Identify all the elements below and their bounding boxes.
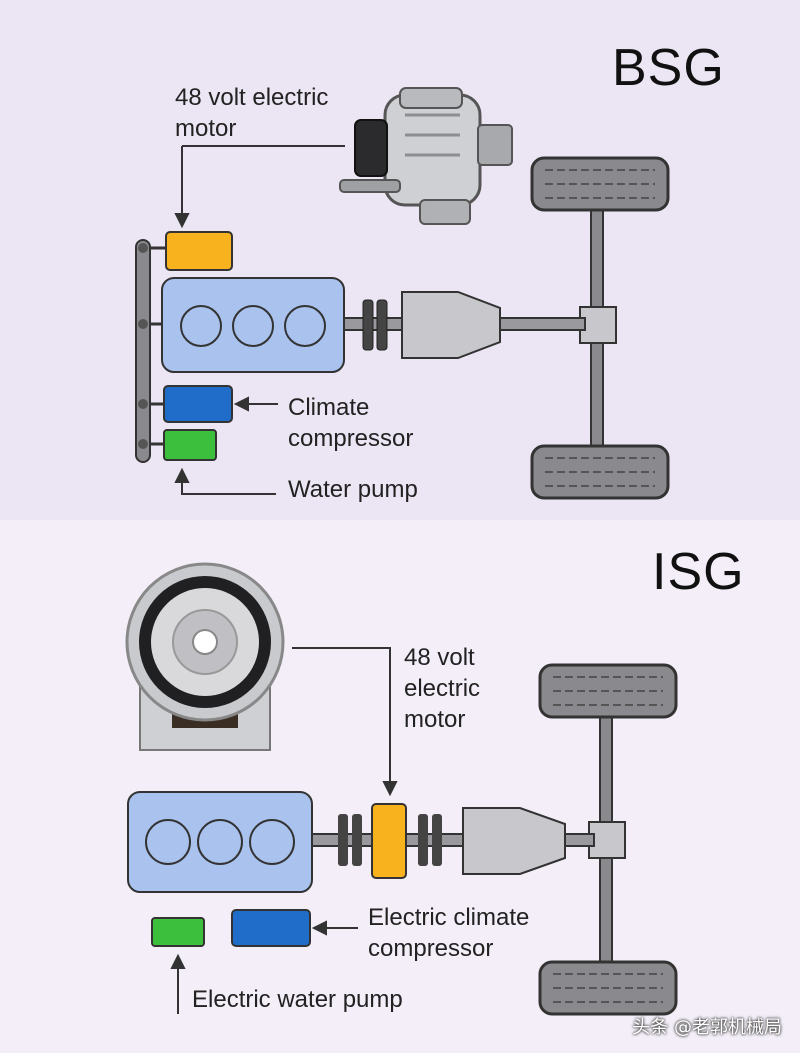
bsg-compressor-block — [163, 385, 233, 423]
isg-pump-arrow — [170, 953, 186, 1014]
isg-pump-label: Electric water pump — [192, 986, 403, 1013]
isg-climate-label: Electric climate compressor — [368, 904, 530, 962]
bsg-drawing — [135, 87, 670, 500]
isg-rear-axle — [538, 663, 678, 1016]
isg-drawing — [125, 562, 678, 1016]
isg-motor-arrow — [292, 647, 398, 797]
bsg-pump-arrow — [174, 467, 276, 495]
bsg-climate-label: Climate compressor — [288, 394, 414, 452]
isg-engine — [127, 791, 313, 893]
isg-compressor-block — [231, 909, 311, 947]
isg-clutch-rear — [418, 814, 442, 866]
bsg-rear-axle — [530, 156, 670, 500]
isg-clutch-front — [338, 814, 362, 866]
watermark: 头条 @老郭机械局 — [632, 1017, 782, 1038]
bsg-compressor-arrow — [233, 396, 278, 412]
bsg-title: BSG — [612, 39, 725, 97]
isg-compressor-arrow — [311, 920, 358, 936]
isg-motor-block — [371, 803, 407, 879]
bsg-wheel-top — [530, 156, 670, 212]
isg-wheel-bottom — [538, 960, 678, 1016]
isg-diagram: ISG 48 volt electric motor Electric clim… — [0, 520, 800, 1053]
isg-wheel-top — [538, 663, 678, 719]
bsg-wheel-bottom — [530, 444, 670, 500]
isg-motor-picture — [125, 562, 285, 751]
isg-motor-label: 48 volt electric motor — [404, 644, 481, 733]
bsg-motor-block — [165, 231, 233, 271]
bsg-pump-block — [163, 429, 217, 461]
bsg-motor-arrow — [174, 145, 345, 229]
isg-title: ISG — [652, 543, 745, 601]
isg-gearbox — [462, 807, 566, 875]
bsg-engine — [161, 277, 345, 373]
isg-pump-block — [151, 917, 205, 947]
bsg-accessory-belt — [135, 239, 166, 463]
bsg-motor-label: 48 volt electric motor — [175, 84, 329, 142]
bsg-clutch — [362, 299, 388, 351]
bsg-pump-label: Water pump — [288, 476, 418, 503]
bsg-alternator-picture — [339, 87, 513, 225]
bsg-diagram: BSG 48 volt electric motor Climate compr… — [0, 0, 800, 520]
bsg-gearbox — [401, 291, 501, 359]
